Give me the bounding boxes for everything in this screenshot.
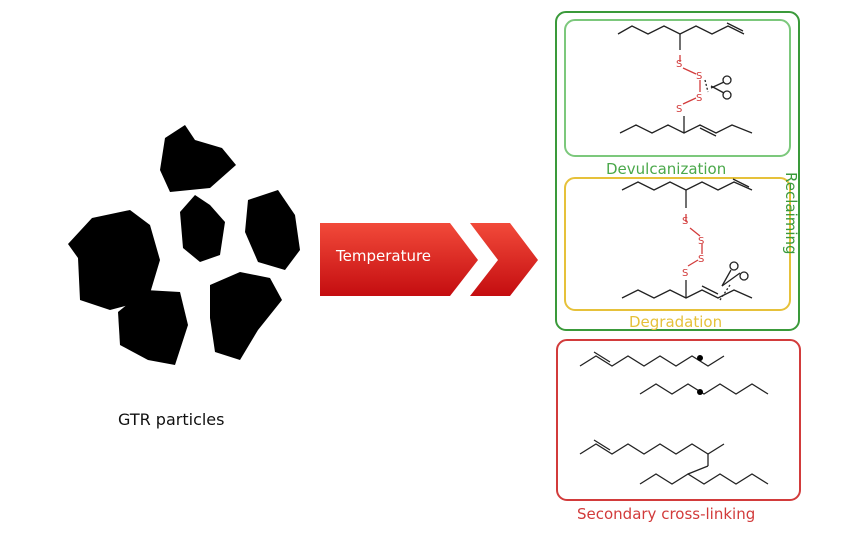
devulcanization-box [564, 19, 791, 157]
particle [160, 125, 236, 192]
secondary-crosslinking-box [556, 339, 801, 501]
particle [68, 210, 160, 310]
gtr-particles-label: GTR particles [118, 410, 225, 429]
devulcanization-molecule [617, 22, 753, 137]
secondary-molecules [579, 351, 769, 485]
scissors-icon [710, 75, 732, 100]
temperature-arrow [320, 223, 538, 296]
sulfur-atom: S [698, 254, 704, 265]
scissors-icon [721, 261, 749, 287]
radical-dots [697, 355, 703, 395]
reclaiming-box [555, 11, 800, 331]
sulfur-atom: S [696, 71, 702, 82]
particle [210, 272, 282, 360]
particle [118, 290, 188, 365]
degradation-sulfur: S S S S [682, 216, 704, 279]
sulfur-atom: S [696, 93, 702, 104]
secondary-crosslinking-label: Secondary cross-linking [577, 505, 756, 523]
gtr-particles [68, 125, 300, 365]
devulcanization-sulfur: S S S S [676, 59, 702, 115]
particle [180, 195, 225, 262]
temperature-label: Temperature [336, 247, 432, 265]
devulcanization-label: Devulcanization [606, 160, 727, 178]
degradation-label: Degradation [629, 313, 723, 331]
reclaiming-label: Reclaiming [782, 172, 800, 255]
sulfur-atom: S [682, 268, 688, 279]
sulfur-atom: S [682, 216, 688, 227]
sulfur-atom: S [676, 104, 682, 115]
particle [245, 190, 300, 270]
sulfur-atom: S [676, 59, 682, 70]
degradation-molecule [621, 178, 753, 301]
degradation-box [564, 177, 791, 311]
sulfur-atom: S [698, 236, 704, 247]
